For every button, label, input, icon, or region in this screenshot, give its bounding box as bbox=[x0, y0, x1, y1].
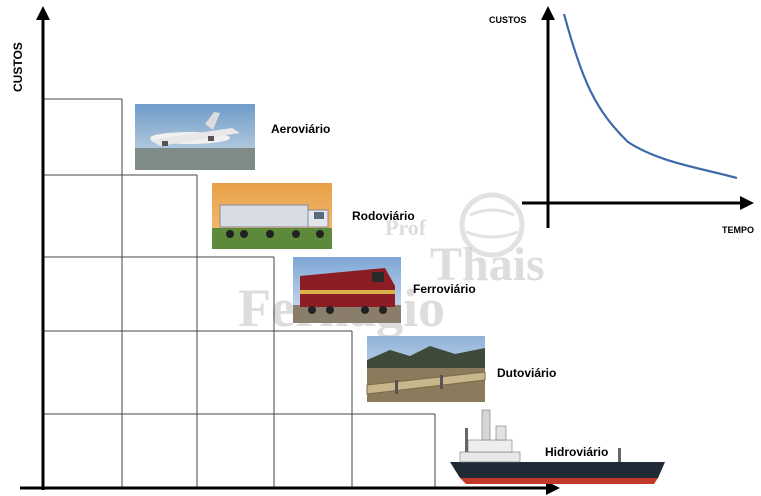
truck-photo bbox=[212, 183, 332, 249]
cost-time-curve bbox=[562, 13, 738, 180]
mode-label-rodoviario: Rodoviário bbox=[352, 209, 415, 223]
ship-photo bbox=[450, 409, 665, 484]
main-x-arrow-icon bbox=[546, 481, 560, 495]
staircase-grid bbox=[43, 98, 436, 488]
inset-y-arrow-icon bbox=[541, 6, 555, 20]
inset-chart bbox=[522, 6, 754, 228]
inset-y-axis-label: CUSTOS bbox=[489, 15, 526, 25]
airplane-photo bbox=[135, 104, 255, 170]
mode-label-hidroviario: Hidroviário bbox=[545, 445, 608, 459]
main-axes bbox=[20, 6, 560, 495]
main-y-arrow-icon bbox=[36, 6, 50, 20]
inset-x-axis-label: TEMPO bbox=[722, 225, 754, 235]
mode-label-aeroviario: Aeroviário bbox=[271, 122, 330, 136]
main-y-axis-label: CUSTOS bbox=[11, 42, 25, 92]
inset-x-arrow-icon bbox=[740, 196, 754, 210]
train-photo bbox=[293, 257, 401, 323]
watermark-line2: Thais bbox=[430, 238, 545, 291]
pipeline-photo bbox=[366, 336, 486, 402]
watermark-globe-icon bbox=[459, 192, 525, 258]
mode-label-ferroviario: Ferroviário bbox=[413, 282, 476, 296]
watermark-line1: Prof bbox=[385, 215, 427, 240]
mode-label-dutoviario: Dutoviário bbox=[497, 366, 556, 380]
